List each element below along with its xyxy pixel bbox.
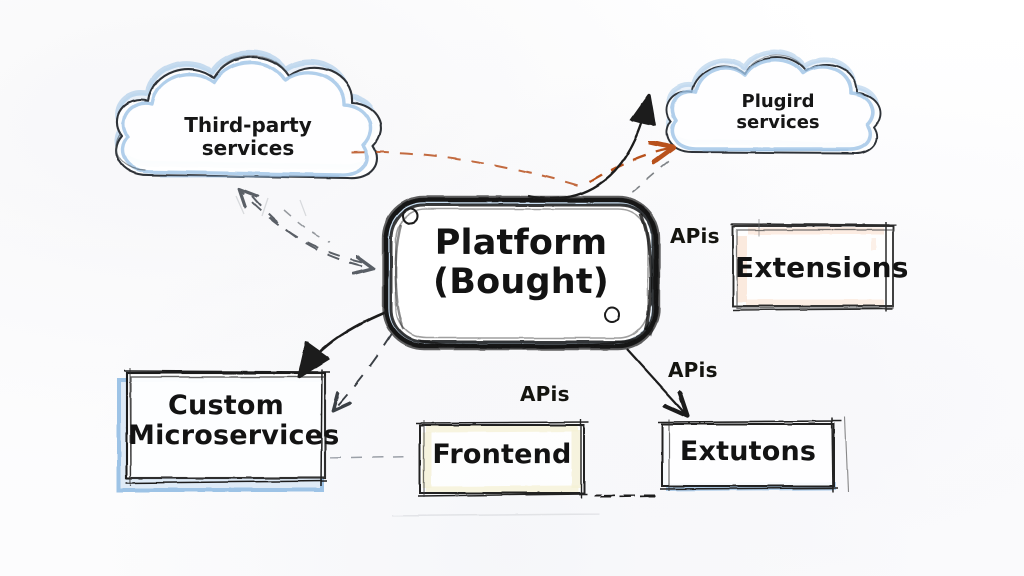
extensions-node[interactable]: [730, 219, 897, 312]
plugin-cloud-node[interactable]: [666, 49, 882, 154]
frontend-outline: [415, 419, 590, 498]
platform-sketch-overstroke: [394, 209, 660, 349]
edge-platform-to-plugin-cloud: [351, 148, 677, 193]
platform-outline: [381, 195, 661, 351]
extutons-node[interactable]: [657, 416, 849, 493]
custom-microservices-node[interactable]: [117, 367, 331, 492]
edge-extutons-to-frontend: [597, 495, 655, 497]
third-party-cloud-node[interactable]: [115, 49, 382, 180]
platform-corner-dot-bottomright: [604, 307, 620, 323]
sketch-stray-marks: [235, 195, 601, 517]
edge-thirdparty-to-platform: [240, 190, 372, 268]
edge-platform-to-extutons: [626, 348, 686, 414]
extensions-outline: [730, 219, 897, 312]
edge-plugin-cloud-to-platform: [527, 93, 656, 200]
edge-platform-to-microservices: [297, 310, 387, 379]
edge-extensions-to-extutons: [786, 312, 819, 418]
edge-microservices-to-frontend: [329, 455, 415, 459]
frontend-node[interactable]: [415, 419, 590, 498]
platform-corner-dot-topleft: [401, 207, 419, 225]
custom-microservices-outline: [123, 367, 331, 487]
plugin-cloud-outline: [666, 54, 882, 154]
extutons-outline: [657, 416, 849, 493]
edge-platform-to-microservices-dashed: [334, 333, 393, 410]
third-party-cloud-outline: [115, 54, 382, 180]
platform-node[interactable]: [381, 195, 661, 351]
